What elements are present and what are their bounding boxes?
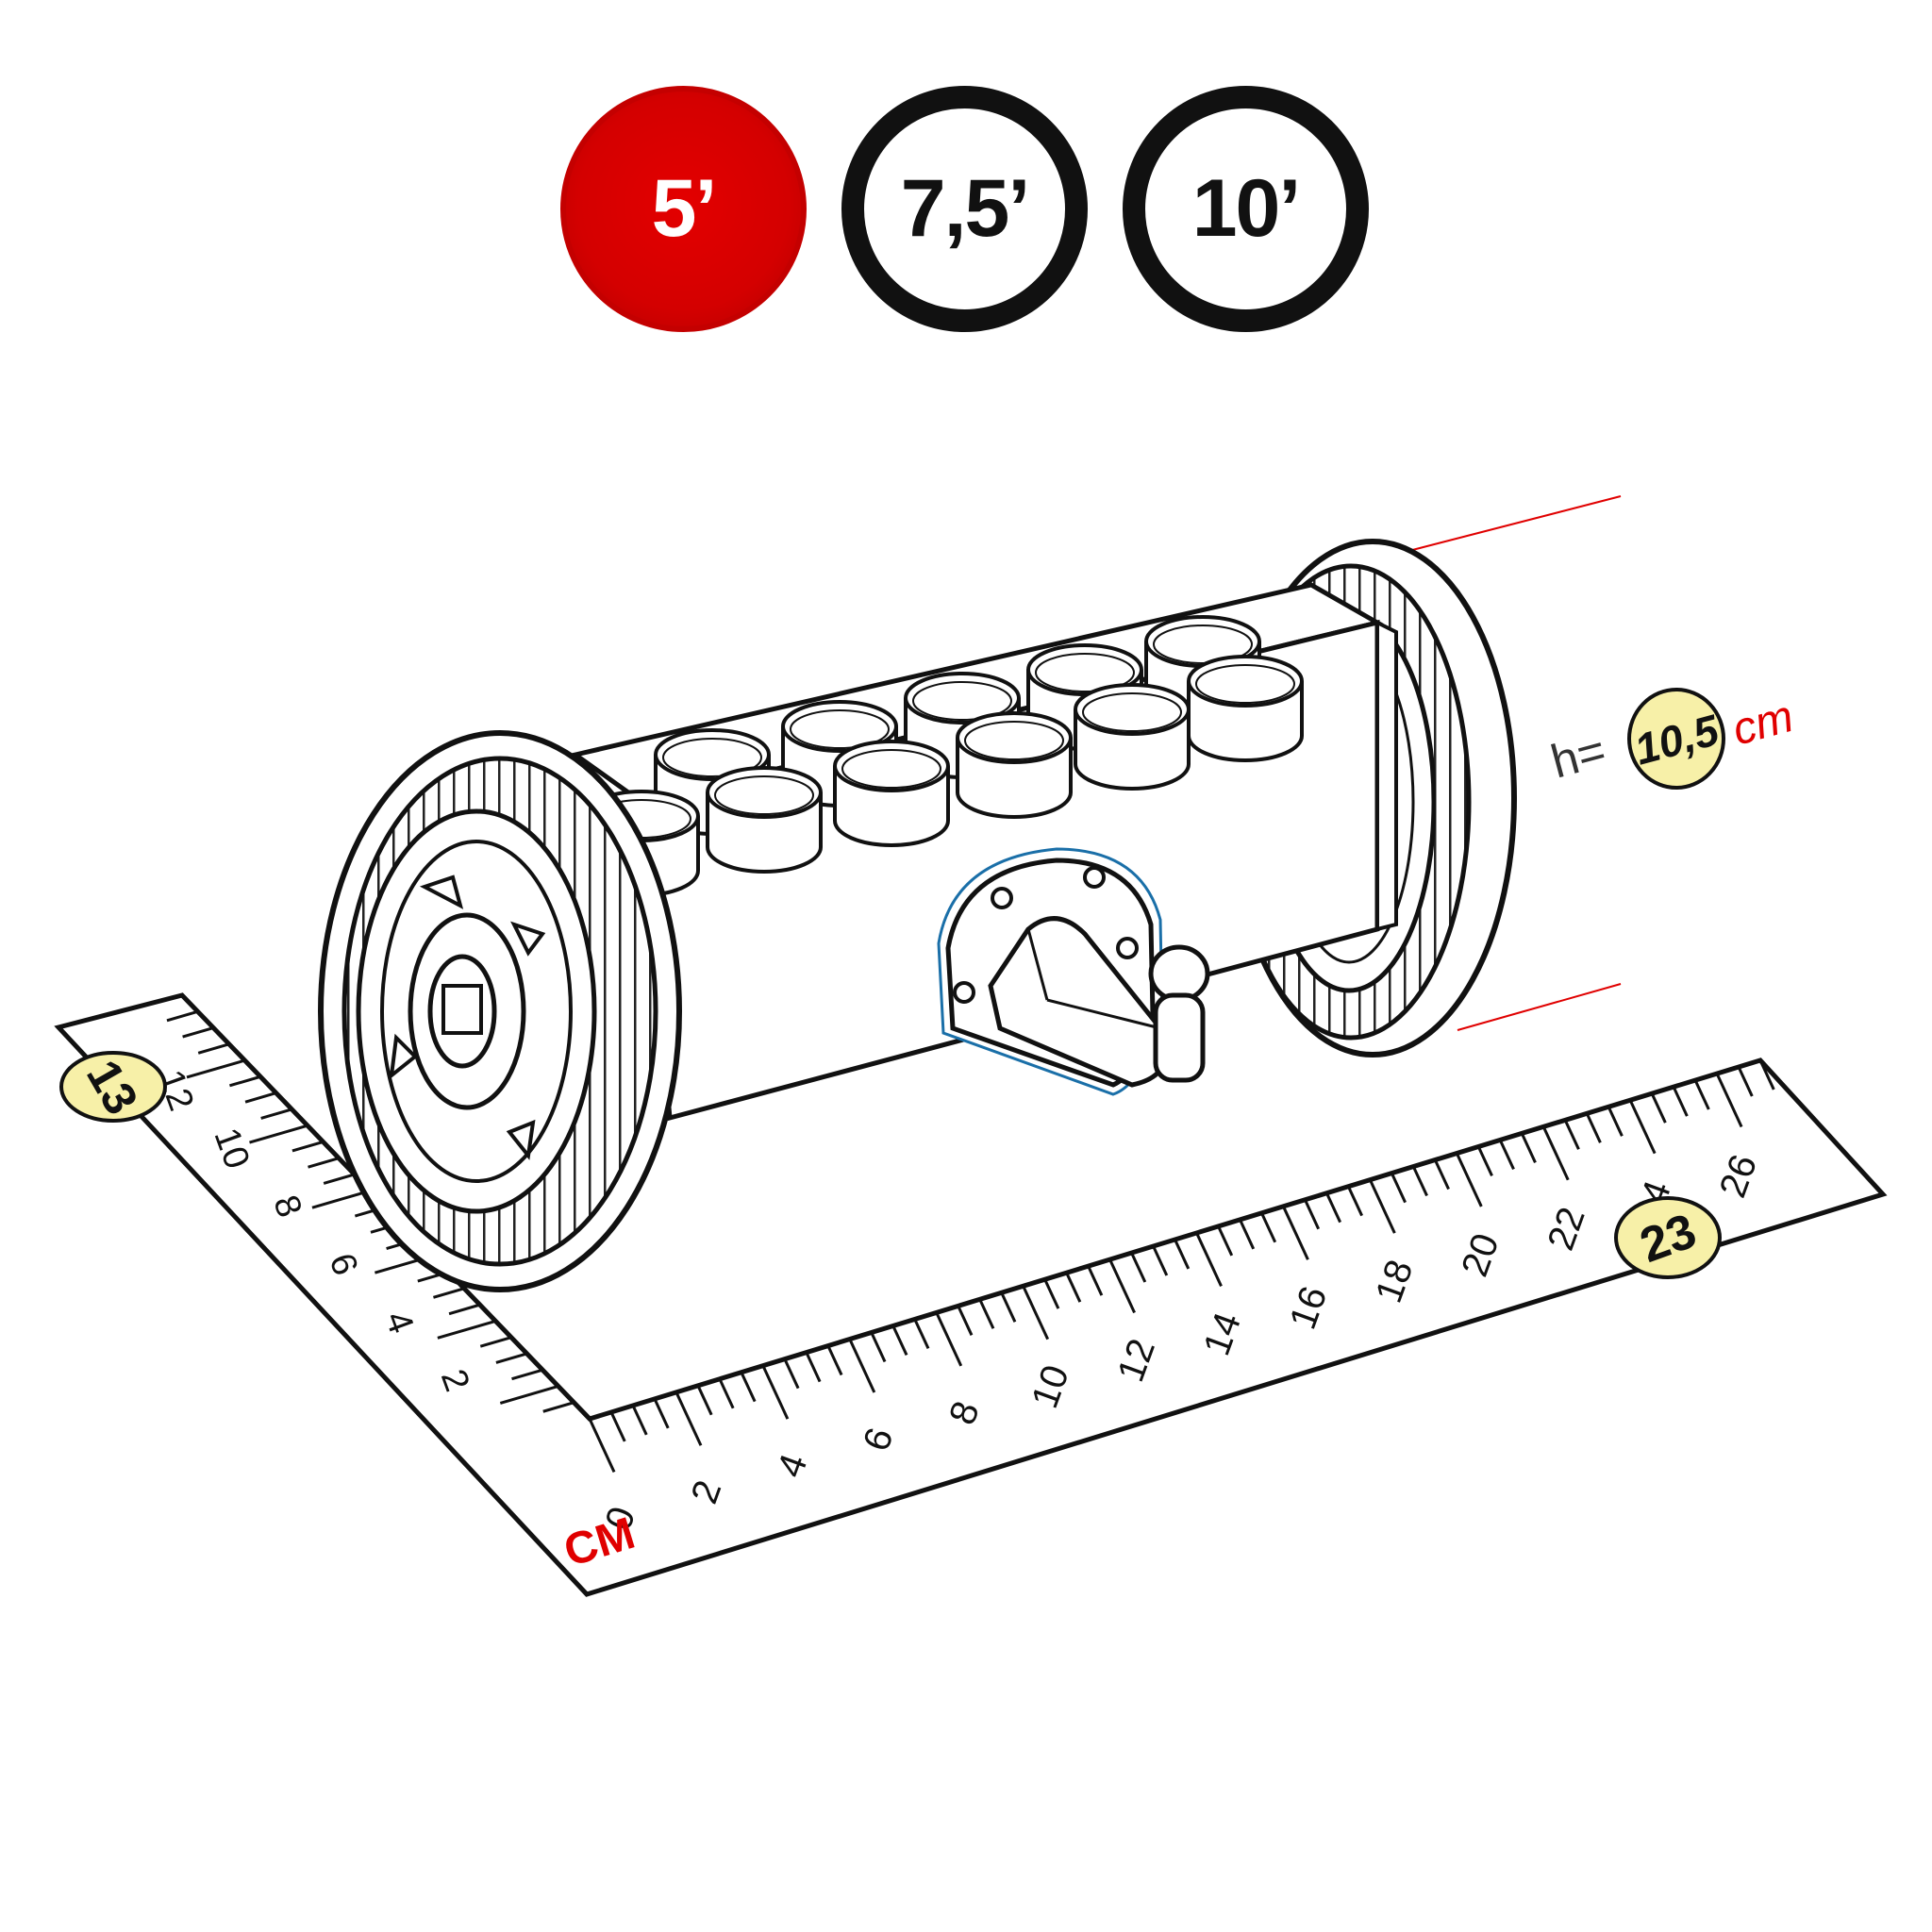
ruler-tick (308, 1157, 340, 1169)
ruler-long-ticks (588, 1059, 1775, 1474)
ruler-tick (229, 1074, 261, 1088)
ruler-tick (1304, 1199, 1321, 1230)
ruler-tick (244, 1091, 277, 1104)
ruler-tick (1108, 1258, 1136, 1314)
height-annotation: h= 10,5 cm (1545, 688, 1799, 790)
ruler-tick (1217, 1225, 1234, 1257)
ruler-tick (1346, 1186, 1363, 1217)
ruler-tick (891, 1324, 908, 1357)
ruler-tick (826, 1344, 843, 1376)
ruler-tick (1065, 1272, 1082, 1303)
ruler-tick (631, 1405, 648, 1436)
ruler-short-ticks (166, 1009, 575, 1413)
ruler-tick (957, 1305, 974, 1336)
ruler-tick (740, 1372, 757, 1403)
ruler-tick (182, 1026, 214, 1039)
front-wheel (318, 730, 682, 1292)
height-badge (1627, 688, 1725, 790)
ruler-tick (1628, 1099, 1657, 1155)
ruler-tick (437, 1319, 496, 1340)
peg-holders (583, 615, 1304, 897)
width-badge (59, 1051, 167, 1123)
ruler-tick (1650, 1092, 1667, 1124)
ruler-tick (696, 1385, 713, 1416)
ruler-tick (609, 1411, 626, 1442)
ruler-tick (935, 1311, 963, 1367)
ruler-tick (249, 1124, 308, 1144)
ruler-tick (479, 1336, 512, 1348)
ruler-tick (291, 1140, 324, 1153)
ruler-tick (1152, 1245, 1169, 1276)
ruler-tick (499, 1385, 559, 1405)
ruler-tick (166, 1009, 199, 1023)
ruler-tick (1693, 1079, 1710, 1110)
ruler-tick (186, 1058, 245, 1079)
top-measure-line (1386, 495, 1622, 558)
height-unit: cm (1727, 691, 1799, 756)
bottom-measure-line (1457, 983, 1622, 1031)
ruler-tick (1758, 1059, 1775, 1091)
ruler-tick (1282, 1206, 1309, 1260)
ruler-tick (311, 1189, 371, 1209)
ruler-tick (1715, 1073, 1743, 1128)
width-badge-group: 13 (59, 1051, 167, 1124)
ruler-tick (260, 1108, 292, 1120)
ruler-tick (761, 1365, 790, 1420)
ruler-tick (1476, 1145, 1493, 1177)
length-badge (1614, 1196, 1722, 1279)
ruler-tick (1195, 1232, 1223, 1288)
ruler-tick (1563, 1119, 1580, 1150)
peg-holder (956, 711, 1073, 819)
ruler-tick (870, 1331, 887, 1363)
hitch-connector (937, 847, 1210, 1096)
ruler-tick (433, 1287, 465, 1299)
ruler-tick (495, 1352, 527, 1364)
ruler-tick (913, 1318, 930, 1350)
ruler-tick (448, 1303, 481, 1316)
ruler-tick (653, 1398, 670, 1429)
ruler-tick (1585, 1112, 1602, 1143)
ruler-tick (1260, 1212, 1277, 1243)
ruler-tick (1607, 1106, 1624, 1137)
ruler-tick (1368, 1179, 1396, 1234)
peg-holder (833, 740, 950, 847)
peg-holder (1187, 655, 1304, 762)
ruler-tick (323, 1173, 356, 1185)
ruler-tick (1520, 1132, 1537, 1163)
ruler-tick (542, 1401, 575, 1413)
size-option-5ft[interactable]: 5’ (560, 86, 807, 332)
ruler-tick (1498, 1139, 1515, 1171)
ruler-tick (1455, 1152, 1483, 1208)
peg-holder (1074, 683, 1191, 791)
ruler-tick (718, 1378, 735, 1409)
ruler-tick (978, 1298, 995, 1329)
ruler-tick (1737, 1066, 1754, 1097)
ruler-tick (1239, 1219, 1256, 1250)
ruler-tick (675, 1391, 703, 1446)
ruler-tick (1043, 1278, 1060, 1309)
ruler-tick (783, 1358, 800, 1390)
ruler-tick (1022, 1285, 1050, 1341)
ruler-tick (1174, 1239, 1191, 1270)
ruler-tick (848, 1338, 876, 1393)
height-measure-lines (1386, 495, 1622, 1031)
ruler-tick (588, 1418, 616, 1474)
length-badge-group: 23 (1614, 1196, 1722, 1279)
peg-holder (706, 766, 823, 874)
ruler-tick (805, 1352, 822, 1383)
ruler-tick (1541, 1125, 1570, 1181)
ruler-tick (1433, 1158, 1450, 1191)
ruler-tick (1130, 1252, 1147, 1283)
ruler-tick (511, 1368, 543, 1381)
ruler-tick (1087, 1265, 1104, 1296)
ruler-tick (1390, 1173, 1407, 1204)
ruler-tick (197, 1042, 230, 1055)
ruler-tick (1672, 1086, 1689, 1117)
height-prefix: h= (1545, 724, 1611, 789)
ruler-tick (1325, 1192, 1342, 1224)
ruler-tick (1000, 1291, 1017, 1323)
ruler-tick (1411, 1165, 1428, 1197)
